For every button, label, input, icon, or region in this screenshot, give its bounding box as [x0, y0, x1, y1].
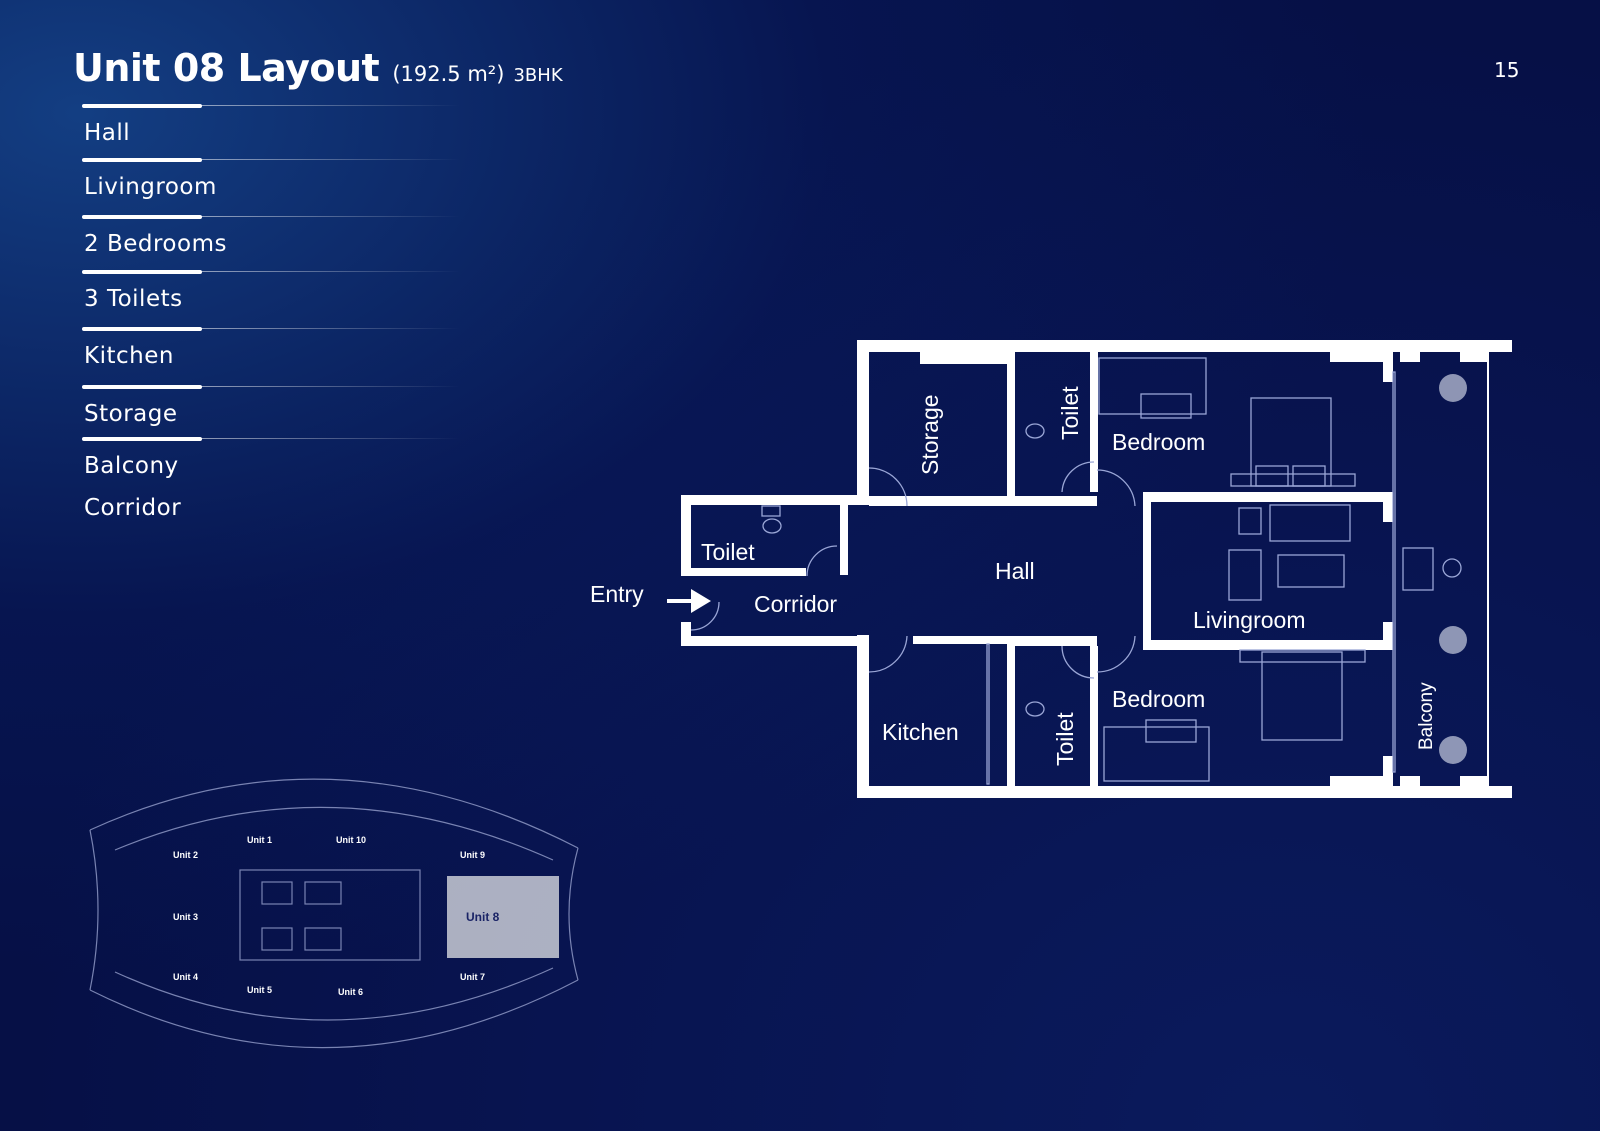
- divider: [200, 386, 460, 387]
- divider: [82, 270, 202, 274]
- keyplan-label: Unit 9: [460, 850, 485, 860]
- feature-label: Livingroom: [84, 174, 217, 200]
- page-title: Unit 08 Layout (192.5 m²) 3BHK: [73, 46, 563, 90]
- divider: [82, 327, 202, 331]
- feature-item: Storage: [82, 385, 482, 437]
- title-type: 3BHK: [513, 65, 563, 86]
- feature-label: 2 Bedrooms: [84, 231, 227, 257]
- feature-item: Hall: [82, 104, 482, 158]
- divider: [82, 437, 202, 441]
- label-bedroom-top: Bedroom: [1112, 429, 1205, 455]
- keyplan-outline-right: [568, 847, 579, 981]
- label-toilet-small: Toilet: [701, 539, 755, 565]
- divider: [200, 438, 460, 439]
- keyplan-label: Unit 4: [173, 972, 198, 982]
- keyplan-core: [239, 869, 421, 961]
- label-balcony: Balcony: [1416, 682, 1437, 750]
- plant-icons: [1439, 374, 1467, 764]
- keyplan-outline-top: [89, 778, 579, 849]
- keyplan-label: Unit 7: [460, 972, 485, 982]
- feature-list: Hall Livingroom 2 Bedrooms 3 Toilets Kit…: [82, 104, 482, 537]
- keyplan-label: Unit 1: [247, 835, 272, 845]
- feature-item: Kitchen: [82, 327, 482, 385]
- divider: [82, 215, 202, 219]
- label-toilet-bottom: Toilet: [1052, 712, 1078, 766]
- feature-item: Balcony: [82, 437, 482, 487]
- feature-label: Corridor: [84, 495, 182, 521]
- feature-item: Livingroom: [82, 158, 482, 215]
- keyplan-label: Unit 3: [173, 912, 198, 922]
- divider: [200, 159, 460, 160]
- keyplan-label: Unit 5: [247, 985, 272, 995]
- keyplan-inner-bottom: [114, 967, 554, 1021]
- keyplan-lift: [304, 881, 342, 905]
- keyplan-stair: [261, 881, 293, 905]
- feature-label: 3 Toilets: [84, 286, 183, 312]
- divider: [200, 216, 460, 217]
- label-entry: Entry: [590, 581, 644, 607]
- title-area: (192.5 m²): [392, 62, 505, 86]
- label-toilet-top: Toilet: [1057, 386, 1083, 440]
- divider: [82, 104, 202, 108]
- label-corridor: Corridor: [754, 591, 837, 617]
- page-number: 15: [1494, 58, 1520, 82]
- keyplan-lift: [261, 927, 293, 951]
- label-hall: Hall: [995, 558, 1035, 584]
- divider: [200, 328, 460, 329]
- keyplan-outline-bottom: [89, 979, 579, 1049]
- keyplan-label: Unit 6: [338, 987, 363, 997]
- feature-item: 2 Bedrooms: [82, 215, 482, 270]
- divider: [82, 158, 202, 162]
- keyplan-highlight-unit8: [447, 876, 559, 958]
- label-kitchen: Kitchen: [882, 719, 959, 745]
- feature-label: Balcony: [84, 453, 179, 479]
- feature-label: Hall: [84, 120, 131, 146]
- label-storage: Storage: [917, 394, 943, 475]
- title-main: Unit 08 Layout: [73, 46, 380, 90]
- keyplan-outline-left: [89, 829, 99, 991]
- divider: [82, 385, 202, 389]
- feature-item: 3 Toilets: [82, 270, 482, 327]
- label-livingroom: Livingroom: [1193, 607, 1306, 633]
- plan-walls: [667, 340, 1512, 798]
- keyplan-label: Unit 2: [173, 850, 198, 860]
- feature-label: Storage: [84, 401, 178, 427]
- keyplan-label: Unit 10: [336, 835, 366, 845]
- keyplan-inner-top: [114, 806, 554, 861]
- divider: [200, 105, 460, 106]
- keyplan-label-unit8: Unit 8: [466, 910, 500, 924]
- feature-item: Corridor: [82, 487, 482, 537]
- label-bedroom-bottom: Bedroom: [1112, 686, 1205, 712]
- plan-fixtures: [690, 357, 1462, 785]
- divider: [200, 271, 460, 272]
- feature-label: Kitchen: [84, 343, 174, 369]
- keyplan-stair: [304, 927, 342, 951]
